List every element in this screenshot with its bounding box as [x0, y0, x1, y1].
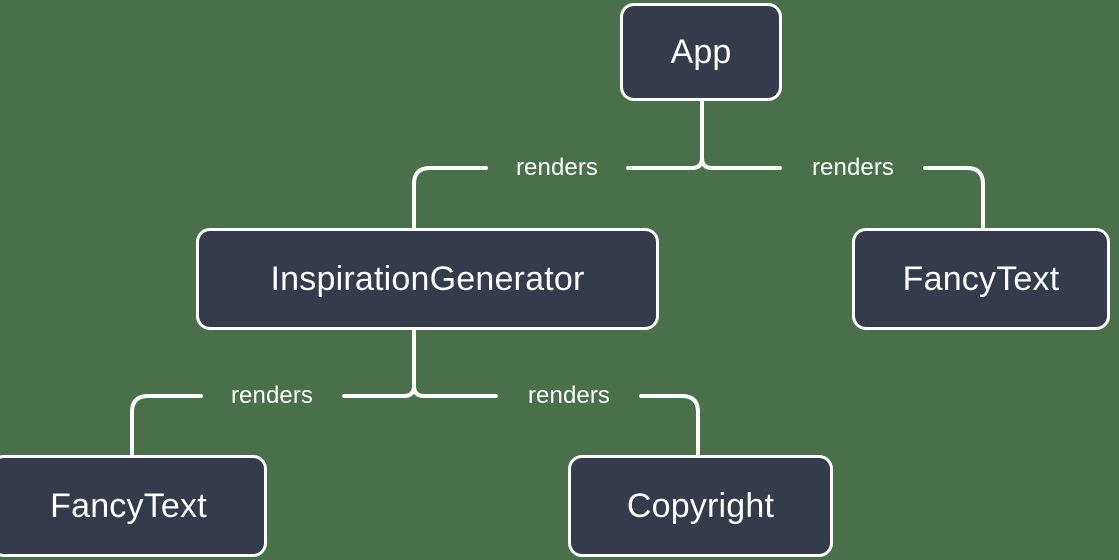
edge-label-app-to-fancytext: renders [812, 156, 894, 180]
node-copyright[interactable]: Copyright [568, 455, 833, 557]
edge-app-to-inspirationgenerator-left-seg [412, 166, 488, 230]
node-copyright-label: Copyright [626, 487, 775, 525]
edge-inspirationgenerator-junction-left [402, 384, 416, 398]
edge-app-junction-right [700, 156, 714, 170]
edge-label-text: renders [527, 382, 611, 409]
node-inspiration-generator-label: InspirationGenerator [270, 260, 585, 298]
node-app[interactable]: App [620, 3, 782, 101]
edge-label-inspirationgenerator-to-copyright: renders [528, 384, 610, 408]
node-fancy-text-bottom[interactable]: FancyText [0, 455, 267, 557]
edge-inspirationgenerator-to-fancytext-left-seg [130, 394, 203, 457]
edge-inspirationgenerator-junction-right [412, 384, 426, 398]
node-fancy-text-bottom-label: FancyText [50, 487, 207, 525]
edge-label-text: renders [230, 382, 314, 409]
node-fancy-text-right[interactable]: FancyText [852, 228, 1110, 330]
edge-label-text: renders [811, 154, 895, 181]
edge-app-junction-left [690, 156, 704, 170]
node-app-label: App [670, 33, 732, 71]
node-inspiration-generator[interactable]: InspirationGenerator [196, 228, 659, 330]
edge-label-app-to-inspirationgenerator: renders [516, 156, 598, 180]
edge-app-to-fancytext-right-seg [923, 166, 985, 230]
edge-label-inspirationgenerator-to-fancytext: renders [231, 384, 313, 408]
edge-label-text: renders [515, 154, 599, 181]
edge-inspirationgenerator-to-copyright-right-seg [639, 394, 700, 457]
node-fancy-text-right-label: FancyText [902, 260, 1060, 298]
